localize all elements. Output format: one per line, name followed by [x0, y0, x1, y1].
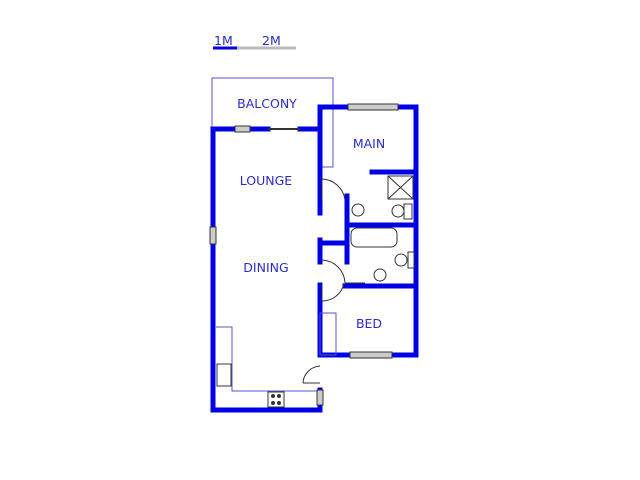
scale-label-1m: 1M: [214, 33, 233, 48]
kitchen-counter: [216, 326, 318, 392]
door-bed: [321, 282, 345, 302]
toilet-icon: [391, 203, 413, 220]
window: [347, 103, 399, 111]
door-entry: [302, 365, 321, 384]
window: [316, 389, 324, 406]
basin-icon: [351, 203, 365, 217]
window: [234, 125, 251, 133]
scale-bar: 1M 2M: [213, 33, 296, 50]
cupboard: [319, 312, 337, 356]
scale-label-2m: 2M: [262, 33, 281, 48]
walls: [210, 104, 419, 413]
shower-icon: [387, 175, 414, 200]
room-label-balcony: BALCONY: [237, 96, 297, 111]
toilet-icon: [394, 251, 415, 269]
balcony-outline: [211, 77, 334, 168]
bath-icon: [350, 227, 398, 248]
basin-icon: [373, 268, 387, 282]
door-main: [321, 178, 346, 201]
room-label-lounge: LOUNGE: [240, 173, 293, 188]
room-label-main: MAIN: [353, 136, 385, 151]
stove-icon: [267, 391, 285, 408]
room-label-dining: DINING: [243, 260, 288, 275]
window: [209, 226, 217, 245]
room-label-bed: BED: [356, 316, 382, 331]
window: [349, 351, 393, 359]
sink-icon: [216, 363, 232, 387]
door-bath: [321, 259, 365, 284]
